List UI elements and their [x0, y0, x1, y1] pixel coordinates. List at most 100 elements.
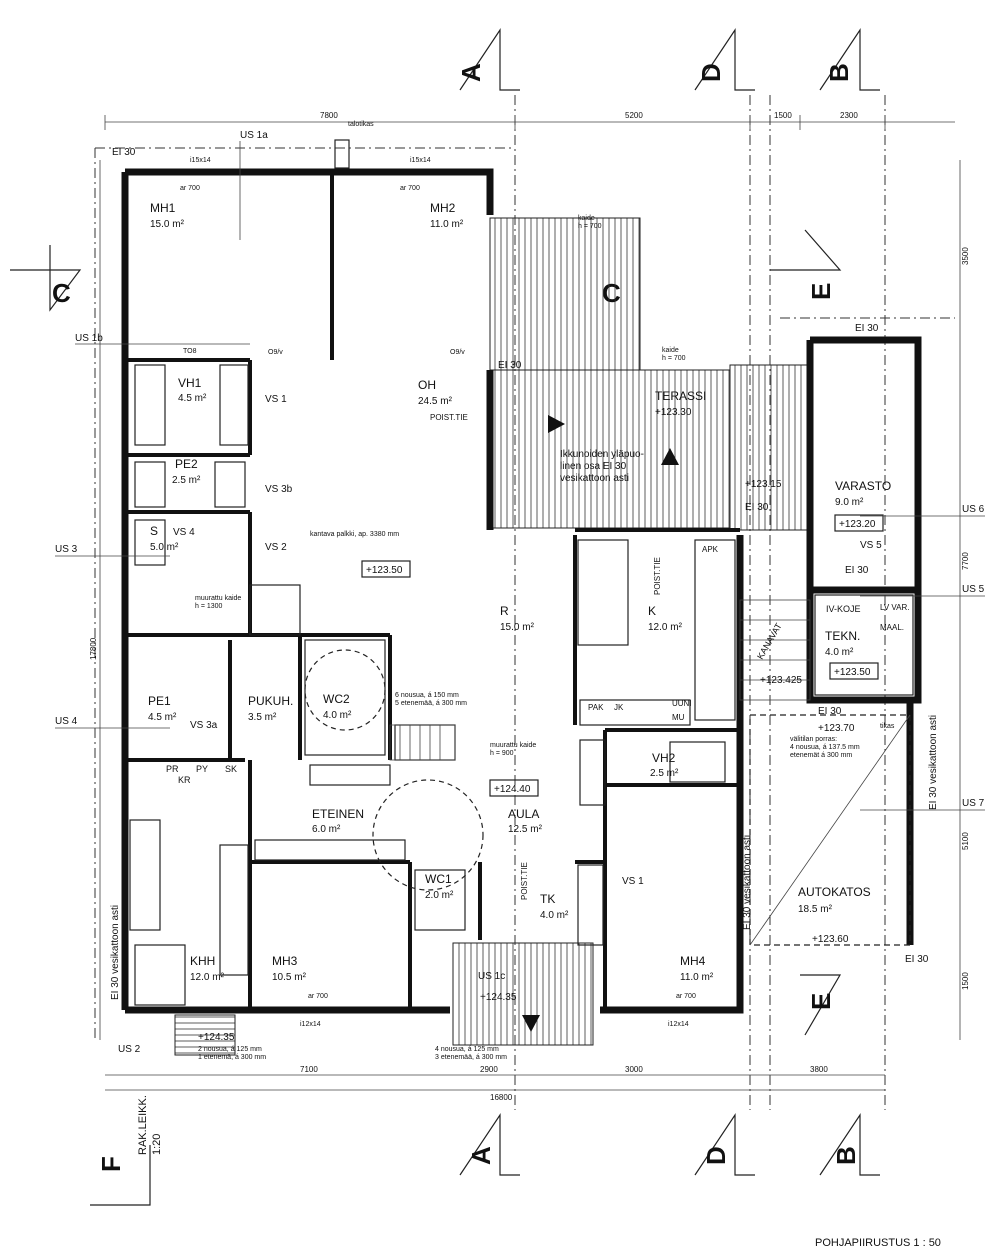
svg-text:E: E: [806, 993, 836, 1010]
svg-text:POIST.TIE: POIST.TIE: [520, 862, 529, 900]
svg-text:RAK.LEIKK.: RAK.LEIKK.: [137, 1095, 149, 1155]
svg-text:18.5 m²: 18.5 m²: [798, 904, 833, 915]
us-labels: US 1a US 1b US 3 US 4 US 2 US 1c US 6 US…: [55, 130, 985, 1055]
svg-text:11.0 m²: 11.0 m²: [430, 219, 464, 230]
fixtures: [129, 364, 914, 1006]
svg-text:B: B: [824, 63, 854, 82]
svg-text:+124.40: +124.40: [494, 784, 531, 795]
svg-text:VARASTO: VARASTO: [835, 479, 891, 493]
svg-text:+123.20: +123.20: [839, 519, 876, 530]
svg-text:talotikas: talotikas: [348, 121, 374, 128]
stairs: [389, 599, 811, 761]
svg-text:ar 700: ar 700: [400, 185, 420, 192]
room-terassi: TERASSI +123.30: [655, 389, 706, 418]
svg-text:PE1: PE1: [148, 694, 171, 708]
svg-text:15.0 m²: 15.0 m²: [150, 219, 185, 230]
arrow-up-icon: [661, 448, 679, 465]
svg-text:3000: 3000: [625, 1065, 643, 1074]
dimension-left: 17800: [89, 160, 101, 1040]
terrace-deck: [174, 217, 811, 1056]
svg-text:US 7: US 7: [962, 798, 985, 809]
svg-text:12.5 m²: 12.5 m²: [508, 824, 543, 835]
svg-text:EI 30: EI 30: [745, 502, 769, 513]
svg-text:EI 30: EI 30: [498, 360, 522, 371]
room-s: S5.0 m²: [150, 524, 179, 553]
svg-text:VS 1: VS 1: [622, 876, 644, 887]
svg-text:VS 3b: VS 3b: [265, 484, 293, 495]
svg-text:SK: SK: [225, 764, 237, 774]
svg-text:välitilan porras:: välitilan porras:: [790, 736, 837, 743]
svg-text:ar 700: ar 700: [308, 993, 328, 1000]
room-tk: TK4.0 m²: [540, 892, 569, 921]
svg-text:1500: 1500: [961, 972, 970, 990]
dimension-right: 3500 7700 5100 1500: [959, 160, 970, 1040]
svg-text:US 2: US 2: [118, 1044, 141, 1055]
svg-text:15.0 m²: 15.0 m²: [500, 622, 535, 633]
svg-text:i15x14: i15x14: [190, 157, 211, 164]
svg-text:TEKN.: TEKN.: [825, 629, 860, 643]
svg-text:D: D: [701, 1146, 731, 1165]
svg-text:EI 30 vesikattoon asti: EI 30 vesikattoon asti: [928, 715, 939, 810]
svg-text:3500: 3500: [961, 247, 970, 265]
svg-text:+123.425: +123.425: [760, 675, 802, 686]
svg-text:MAAL.: MAAL.: [880, 623, 904, 632]
svg-text:TERASSI: TERASSI: [655, 389, 706, 403]
svg-text:JK: JK: [614, 703, 624, 712]
svg-text:i12x14: i12x14: [668, 1021, 689, 1028]
svg-text:linen osa EI 30: linen osa EI 30: [560, 461, 627, 472]
svg-text:2.0 m²: 2.0 m²: [425, 890, 454, 901]
svg-text:IV-KOJE: IV-KOJE: [826, 604, 861, 614]
svg-text:PR: PR: [166, 764, 179, 774]
dimension-top: 7800 5200 1500 2300: [104, 111, 955, 130]
carport: [749, 714, 911, 946]
section-marker-b-top: B: [819, 28, 880, 91]
svg-text:KR: KR: [178, 775, 191, 785]
svg-text:PUKUH.: PUKUH.: [248, 694, 293, 708]
room-pukuh: PUKUH.3.5 m²: [248, 694, 293, 723]
svg-text:UUNI: UUNI: [672, 699, 692, 708]
svg-text:h = 1300: h = 1300: [195, 603, 223, 610]
section-marker-b-bottom: B: [819, 1113, 880, 1176]
svg-text:EI 30 vesikattoon asti: EI 30 vesikattoon asti: [110, 905, 121, 1000]
svg-text:etenemät á 300 mm: etenemät á 300 mm: [790, 752, 852, 759]
svg-text:2300: 2300: [840, 111, 858, 120]
svg-text:OH: OH: [418, 378, 436, 392]
svg-text:3 etenemää, á 300 mm: 3 etenemää, á 300 mm: [435, 1054, 507, 1061]
svg-text:C: C: [52, 278, 71, 308]
svg-text:+123.30: +123.30: [655, 407, 692, 418]
svg-text:+124.35: +124.35: [198, 1032, 235, 1043]
svg-text:+123.50: +123.50: [366, 565, 403, 576]
svg-text:US 1a: US 1a: [240, 130, 268, 141]
ei-labels: EI 30 EI 30 EI 30 EI 30 EI 30 EI 30 EI 3…: [112, 147, 929, 965]
svg-text:7100: 7100: [300, 1065, 318, 1074]
svg-text:kaide: kaide: [578, 215, 595, 222]
svg-text:2900: 2900: [480, 1065, 498, 1074]
svg-text:EI 30 vesikattoon asti: EI 30 vesikattoon asti: [742, 835, 753, 930]
svg-text:2.5 m²: 2.5 m²: [172, 475, 201, 486]
arrow-right-icon: [548, 415, 565, 433]
svg-text:KHH: KHH: [190, 954, 215, 968]
svg-text:16800: 16800: [490, 1093, 513, 1102]
svg-text:7800: 7800: [320, 111, 338, 120]
svg-text:POIST.TIE: POIST.TIE: [430, 413, 468, 422]
svg-text:S: S: [150, 524, 158, 538]
svg-text:6.0 m²: 6.0 m²: [312, 824, 341, 835]
svg-text:VH2: VH2: [652, 751, 676, 765]
room-tekn: TEKN.4.0 m²: [825, 629, 860, 658]
svg-text:D: D: [696, 63, 726, 82]
svg-text:i15x14: i15x14: [410, 157, 431, 164]
svg-text:B: B: [831, 1146, 861, 1165]
section-marker-a-bottom: A: [459, 1113, 520, 1176]
